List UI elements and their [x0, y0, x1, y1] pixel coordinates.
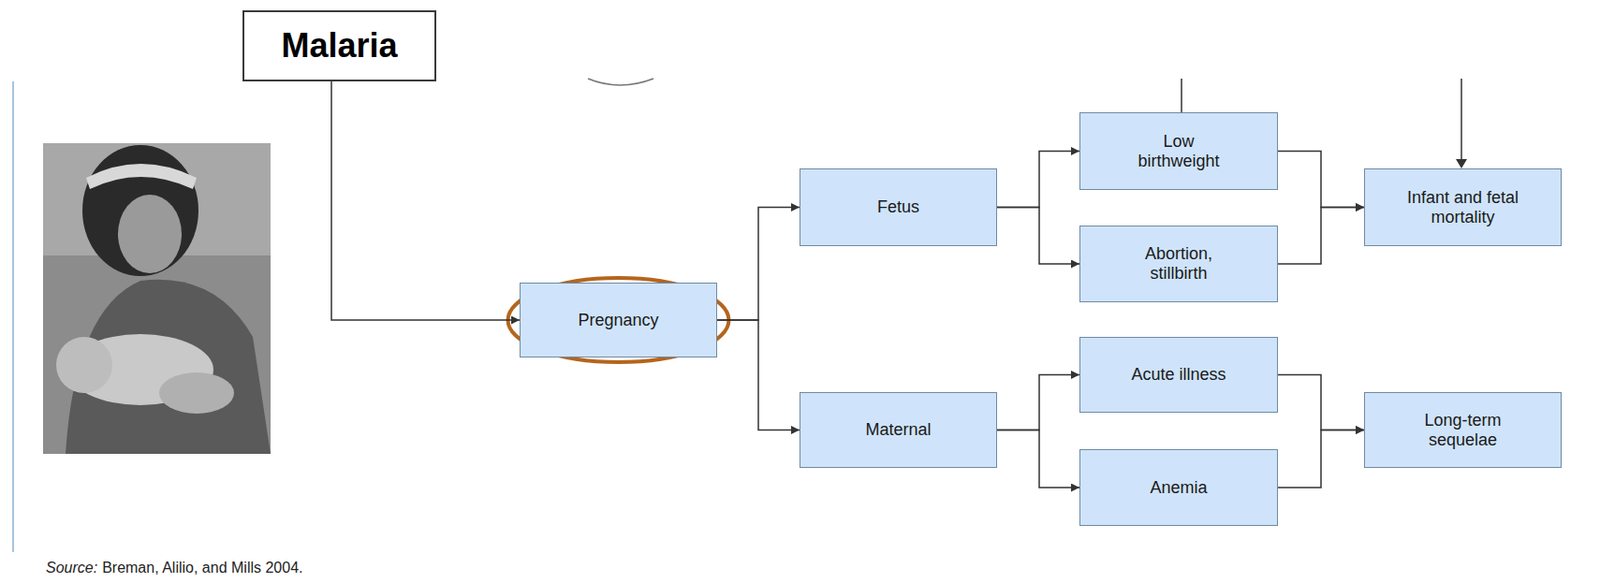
flow-connector	[997, 151, 1080, 208]
node-label: Maternal	[865, 420, 931, 441]
flow-connector	[1277, 430, 1365, 489]
process-box: Pregnancy	[519, 282, 718, 358]
flow-connector	[331, 81, 520, 321]
node-label: Long-term sequelae	[1411, 411, 1515, 450]
node-label: Anemia	[1149, 478, 1207, 499]
result-box: Long-term sequelae	[1364, 392, 1562, 469]
cropped-arc	[587, 78, 654, 86]
process-box: Fetus	[799, 168, 998, 247]
source-text: Source:	[45, 559, 98, 576]
flow-connector	[1277, 151, 1365, 208]
highlight-ellipse	[508, 278, 730, 363]
node-label: Pregnancy	[577, 310, 659, 331]
node-label: Infant and fetal mortality	[1383, 188, 1543, 227]
outcome-box: Low birthweight	[1079, 112, 1278, 191]
flow-connector	[717, 320, 800, 431]
source-note: Source:Breman, Alilio, and Mills 2004.	[45, 559, 303, 577]
disease-box: Malaria	[242, 10, 437, 82]
node-label: Abortion, stillbirth	[1117, 244, 1240, 283]
flow-connector	[1277, 375, 1365, 431]
side-rule	[12, 81, 15, 553]
mother-baby-photo	[43, 143, 271, 455]
node-label: Low birthweight	[1122, 132, 1235, 171]
flow-connector	[997, 375, 1080, 431]
node-label: Acute illness	[1130, 365, 1226, 385]
process-box: Maternal	[799, 392, 998, 469]
flow-connector	[1277, 207, 1365, 265]
node-label: Malaria	[280, 26, 397, 66]
source-text: Breman, Alilio, and Mills 2004.	[102, 559, 303, 576]
outcome-box: Acute illness	[1079, 337, 1278, 413]
outcome-box: Abortion, stillbirth	[1079, 225, 1278, 303]
result-box: Infant and fetal mortality	[1364, 168, 1562, 247]
flow-connector	[997, 207, 1080, 265]
node-label: Fetus	[877, 197, 920, 218]
flow-connector	[717, 207, 800, 322]
cropped-line	[1460, 78, 1463, 162]
arrow-head	[1455, 159, 1468, 169]
flow-connector	[997, 430, 1080, 489]
outcome-box: Anemia	[1079, 449, 1278, 527]
cropped-line	[1180, 78, 1183, 113]
